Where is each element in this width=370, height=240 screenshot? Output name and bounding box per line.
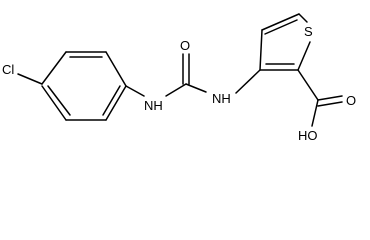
aryl-nh-label: NH bbox=[144, 98, 163, 113]
bond bbox=[264, 19, 298, 35]
structure-diagram: Cl NH O NH S O HO bbox=[2, 13, 356, 143]
thienyl-nh-label: NH bbox=[212, 91, 231, 106]
sulfur-atom-label: S bbox=[304, 24, 313, 39]
bond bbox=[105, 51, 127, 87]
chlorophenyl-ring bbox=[41, 51, 127, 121]
bond bbox=[102, 85, 121, 116]
bond bbox=[259, 29, 263, 71]
bond-carboxyl-double bbox=[317, 95, 343, 101]
bond-ring-carboxyl bbox=[297, 69, 319, 101]
bond-aryl-nh bbox=[125, 85, 145, 97]
hydroxyl-label: HO bbox=[298, 128, 318, 143]
bond bbox=[261, 13, 300, 31]
thiophene-ring bbox=[259, 13, 311, 71]
bond bbox=[297, 41, 311, 71]
bond-carboxyl-double bbox=[317, 101, 343, 107]
carbonyl-oxygen-label: O bbox=[180, 38, 190, 53]
chlorine-atom-label: Cl bbox=[2, 62, 14, 77]
bond-carbonyl-nh bbox=[185, 83, 207, 93]
bond bbox=[105, 85, 127, 121]
bond bbox=[41, 51, 67, 85]
bond-nh-carbonyl bbox=[165, 83, 187, 97]
bond-nh-thienyl bbox=[235, 69, 261, 94]
bond bbox=[41, 85, 67, 121]
bond bbox=[298, 13, 308, 23]
bond-carboxyl-oh bbox=[311, 99, 319, 127]
bond bbox=[47, 85, 71, 116]
acid-oxygen-label: O bbox=[346, 93, 356, 108]
bond-c-cl bbox=[17, 73, 43, 85]
